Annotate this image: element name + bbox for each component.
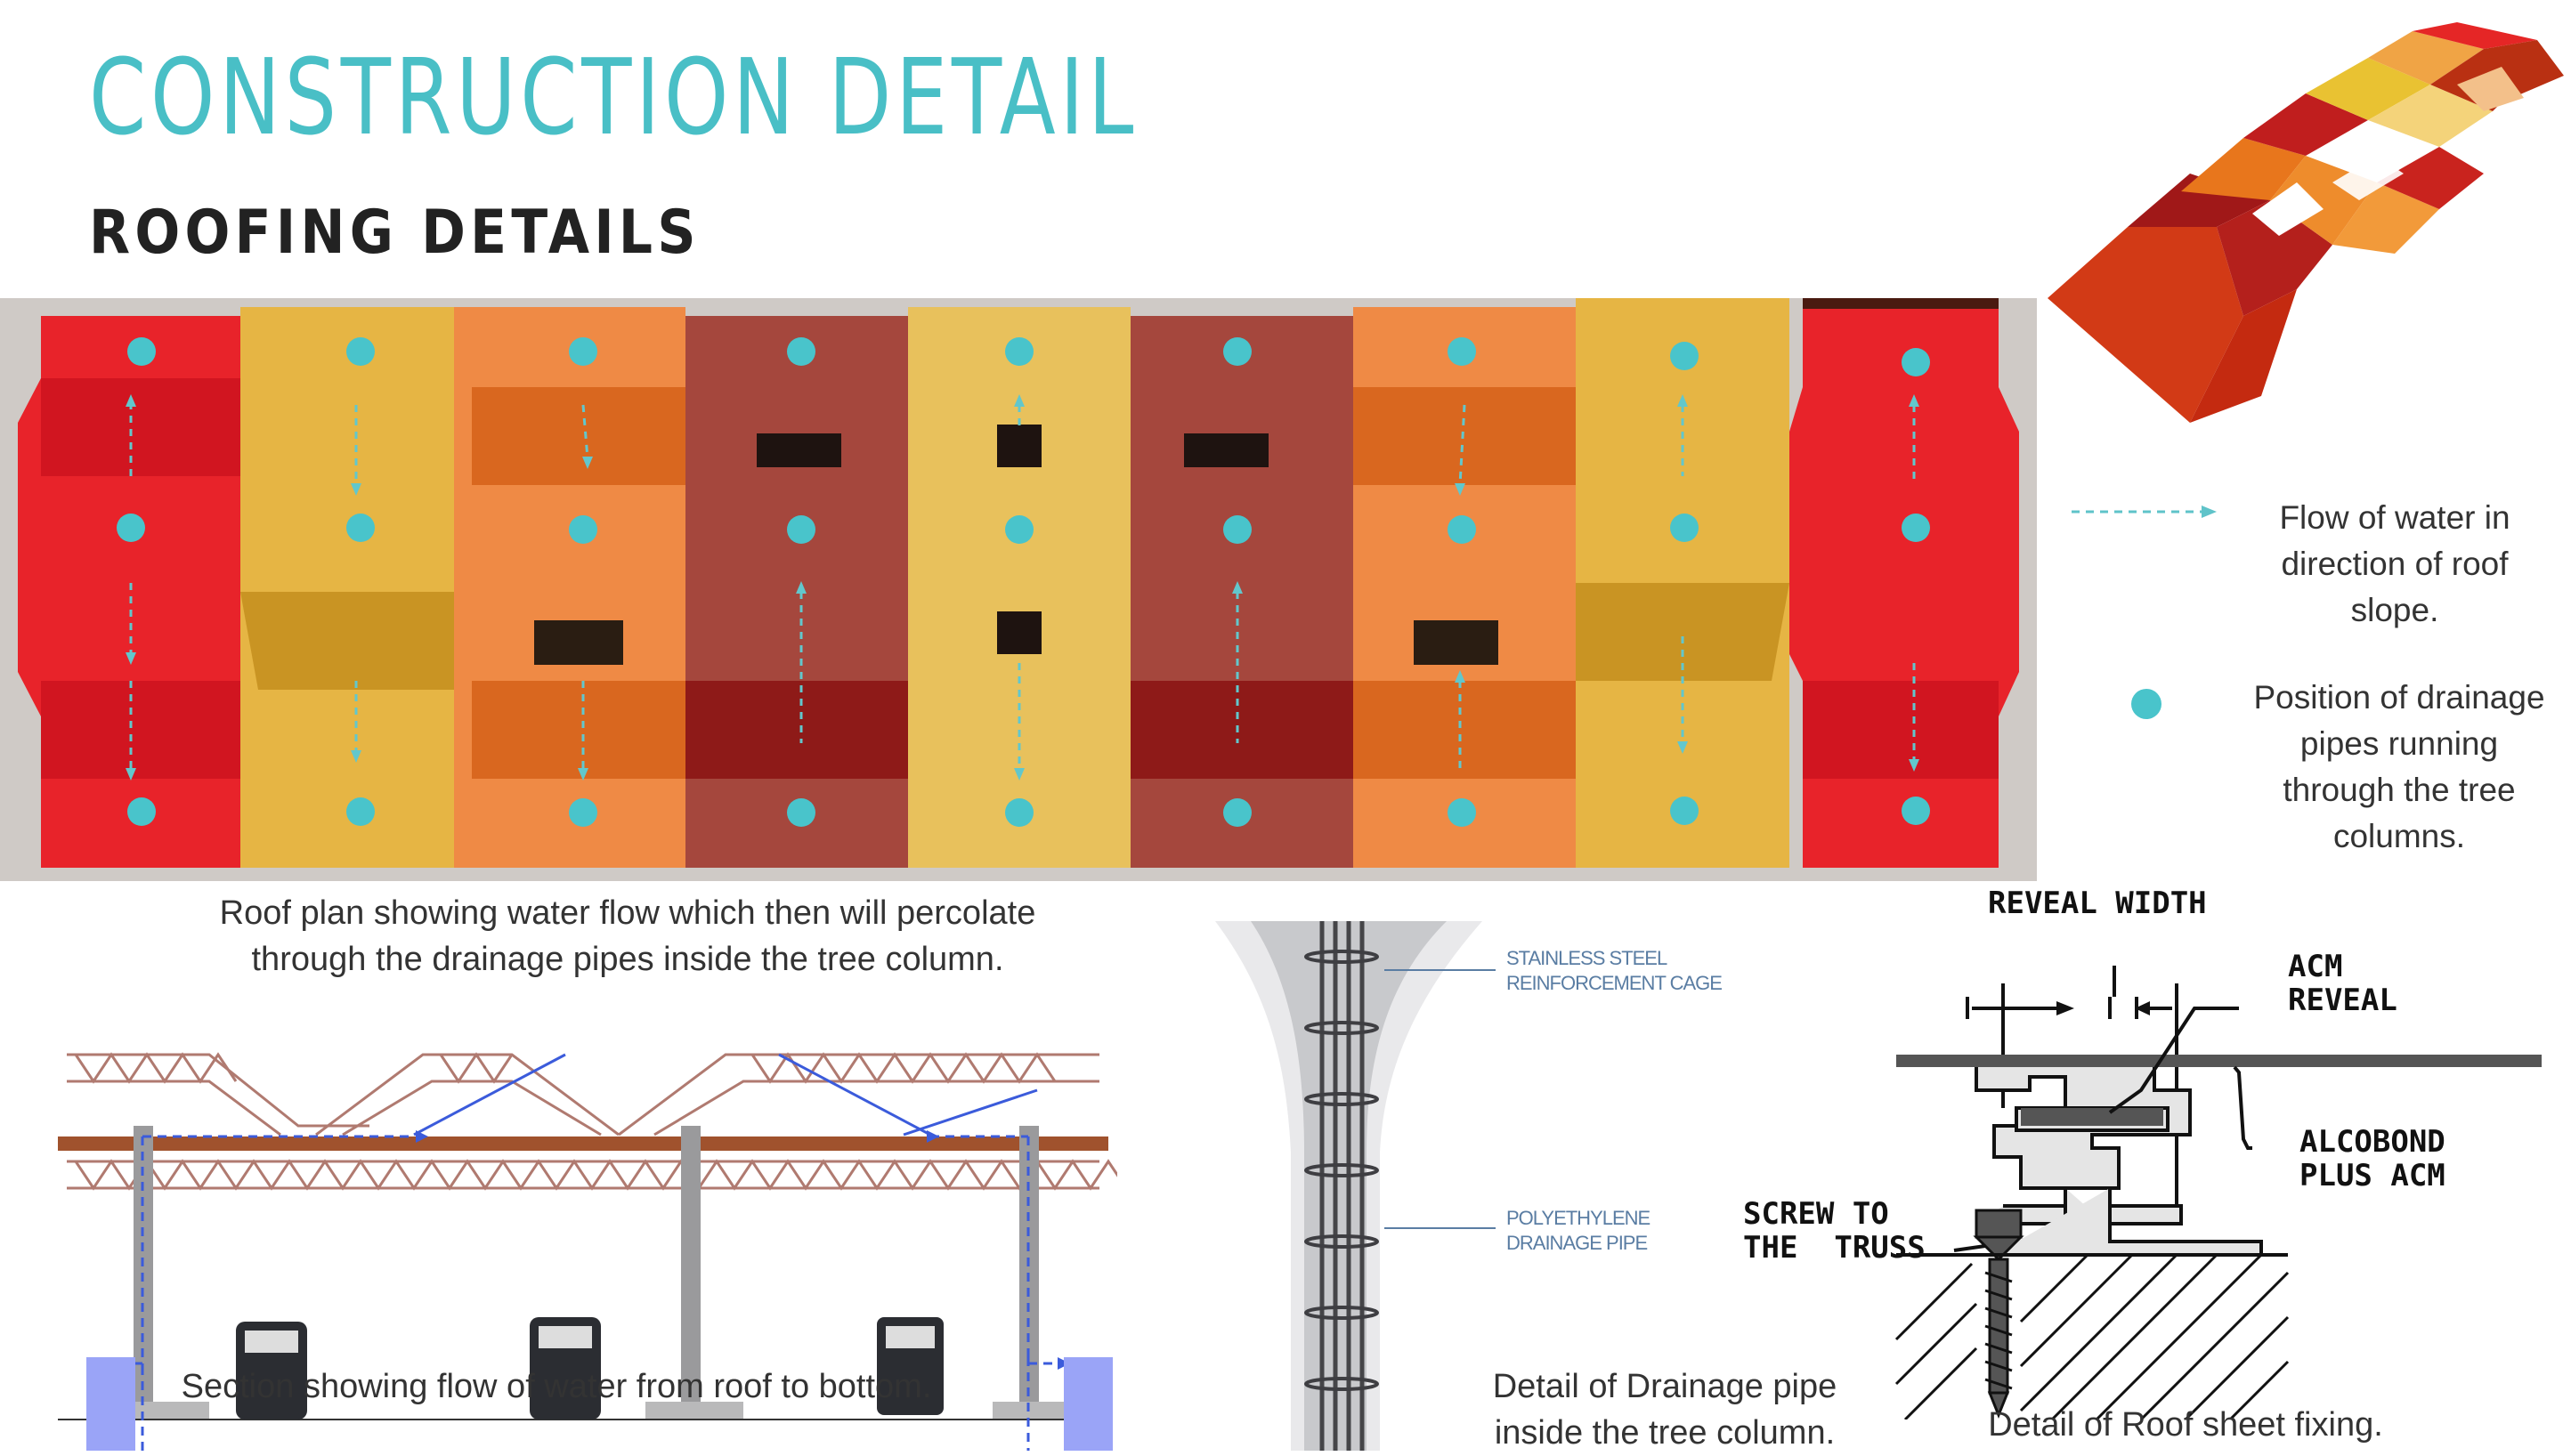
roof-sheet-caption: Detail of Roof sheet fixing.	[1988, 1406, 2383, 1444]
label-alcobond-plus-acm: ALCOBOND PLUS ACM	[2299, 1124, 2445, 1193]
roof-plan	[0, 298, 2037, 881]
drainage-pipe-detail	[1215, 921, 1482, 1451]
drainage-pipe-legend-icon	[2131, 689, 2161, 719]
section-drawing	[49, 1001, 1217, 1456]
label-screw-to-truss: SCREW TO THE TRUSS	[1743, 1196, 1926, 1266]
roof-sheet-drawing	[1894, 966, 2542, 1421]
flow-arrows	[129, 404, 1916, 770]
section-view	[49, 1001, 1217, 1456]
roof-3d-drawing	[2048, 22, 2564, 423]
page-subtitle: ROOFING DETAILS	[89, 198, 701, 268]
roof-sheet-detail	[1887, 921, 2571, 1421]
drainage-detail-caption: Detail of Drainage pipe inside the tree …	[1492, 1368, 1837, 1452]
roof-3d-view	[2039, 22, 2568, 441]
label-drainage-pipe: POLYETHYLENE DRAINAGE PIPE	[1506, 1207, 1650, 1254]
label-reveal-width: REVEAL WIDTH	[1988, 886, 2207, 921]
label-reinforcement-cage: STAINLESS STEEL REINFORCEMENT CAGE	[1506, 947, 1723, 994]
page-title: CONSTRUCTION DETAIL	[89, 36, 1139, 158]
flow-arrowheads	[126, 394, 1919, 781]
roof-plan-caption: Roof plan showing water flow which then …	[219, 894, 1036, 978]
legend-pipe-text: Position of drainage pipes running throu…	[2253, 679, 2545, 854]
section-caption: Section showing flow of water from roof …	[181, 1368, 932, 1405]
label-acm-reveal: ACM REVEAL	[2288, 949, 2397, 1018]
drainage-leader-lines	[1384, 969, 1496, 1229]
roof-plan-markers	[117, 337, 1930, 827]
tree-column-drawing	[1215, 921, 1482, 1451]
legend-flow-text: Flow of water in direction of roof slope…	[2279, 499, 2510, 628]
flow-legend-arrow-icon	[2072, 506, 2217, 518]
drainage-pipe-positions	[117, 337, 1930, 827]
